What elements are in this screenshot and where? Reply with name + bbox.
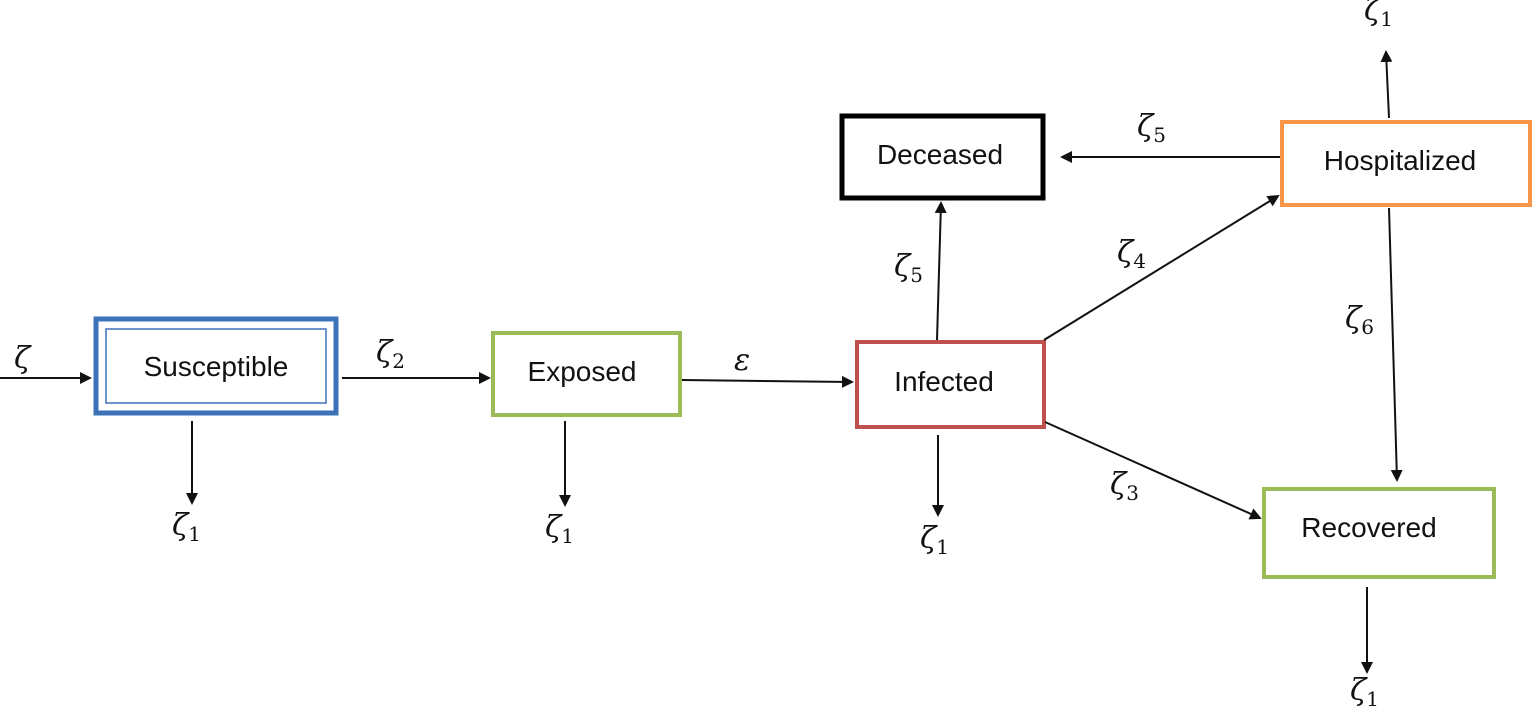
node-hospitalized: Hospitalized [1280,120,1532,207]
label-infected-recovered: ζ3 [1110,467,1139,505]
node-exposed: Exposed [491,331,682,417]
infected-box [855,340,1046,429]
label-exposed-out: ζ1 [545,510,574,548]
exposed-label: Exposed [528,356,637,387]
recovered-box [1262,487,1496,579]
label-infected-hospitalized: ζ4 [1117,235,1146,273]
label-hospitalized-out: ζ1 [1364,0,1393,31]
node-recovered: Recovered [1262,487,1496,579]
arrow-infected-recovered [1044,421,1262,520]
label-susceptible-exposed: ζ2 [376,335,405,373]
hospitalized-box [1280,120,1532,207]
label-hospitalized-deceased: ζ5 [1137,109,1166,147]
susceptible-box-inner [105,328,327,404]
susceptible-box-outer [93,316,339,416]
recovered-label: Recovered [1301,512,1436,543]
label-exposed-infected: ε [734,343,750,378]
hospitalized-label: Hospitalized [1324,145,1477,176]
deceased-label: Deceased [877,139,1003,170]
infected-label: Infected [894,366,994,397]
arrow-exposed-infected [681,375,854,388]
label-infected-deceased: ζ5 [894,249,923,287]
label-hospitalized-recovered: ζ6 [1345,301,1374,339]
deceased-box [839,113,1046,201]
node-infected: Infected [855,340,1046,429]
label-inflow: ζ [14,341,32,376]
arrow-hospitalized-out [1380,50,1393,119]
arrow-hospitalized-recovered [1388,207,1403,482]
node-deceased: Deceased [839,113,1046,201]
label-infected-out: ζ1 [920,521,949,559]
arrow-infected-hospitalized [1043,194,1280,341]
exposed-box [491,331,682,417]
susceptible-label: Susceptible [144,351,289,382]
label-recovered-out: ζ1 [1350,673,1379,711]
arrow-infected-deceased [934,201,947,341]
label-susceptible-out: ζ1 [172,508,201,546]
node-susceptible: Susceptible [93,316,339,416]
